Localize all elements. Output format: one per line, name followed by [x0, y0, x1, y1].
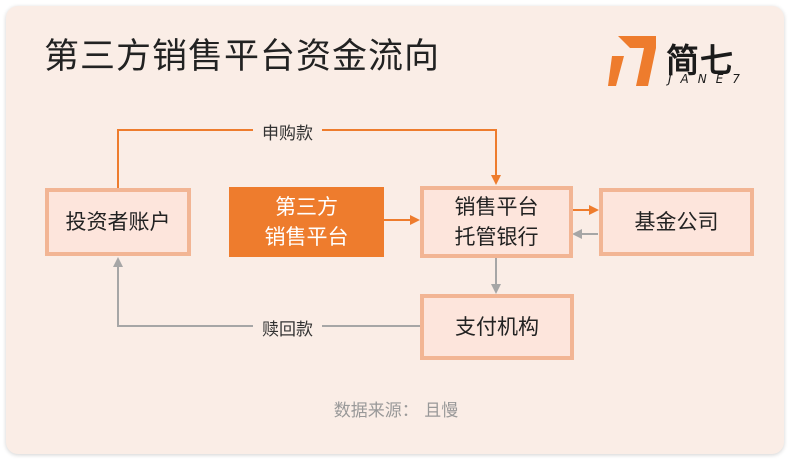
- brand-logo: 简七 JANE7: [608, 32, 758, 92]
- investor-account-label: 投资者账户: [65, 209, 171, 234]
- platform-label-line1: 第三方: [275, 194, 338, 219]
- logo-text: 简七: [666, 41, 734, 80]
- subscribe-label: 申购款: [253, 119, 322, 144]
- custodian-bank-node: 销售平台 托管银行: [420, 186, 573, 258]
- payment-institution-node: 支付机构: [420, 294, 574, 360]
- third-party-platform-node: 第三方 销售平台: [229, 187, 384, 257]
- payment-institution-label: 支付机构: [455, 314, 539, 339]
- logo-subtext: JANE7: [668, 72, 749, 86]
- platform-label-line2: 销售平台: [264, 225, 349, 249]
- logo-mark-icon: [608, 36, 656, 86]
- page-title: 第三方销售平台资金流向: [44, 37, 441, 77]
- fund-company-label: 基金公司: [634, 209, 719, 234]
- data-source-note: 数据来源： 且慢: [333, 401, 459, 421]
- investor-account-node: 投资者账户: [45, 188, 191, 256]
- fund-company-node: 基金公司: [599, 188, 754, 256]
- custodian-label-line2: 托管银行: [454, 225, 539, 249]
- custodian-label-line1: 销售平台: [454, 194, 539, 219]
- redeem-label: 赎回款: [253, 315, 322, 340]
